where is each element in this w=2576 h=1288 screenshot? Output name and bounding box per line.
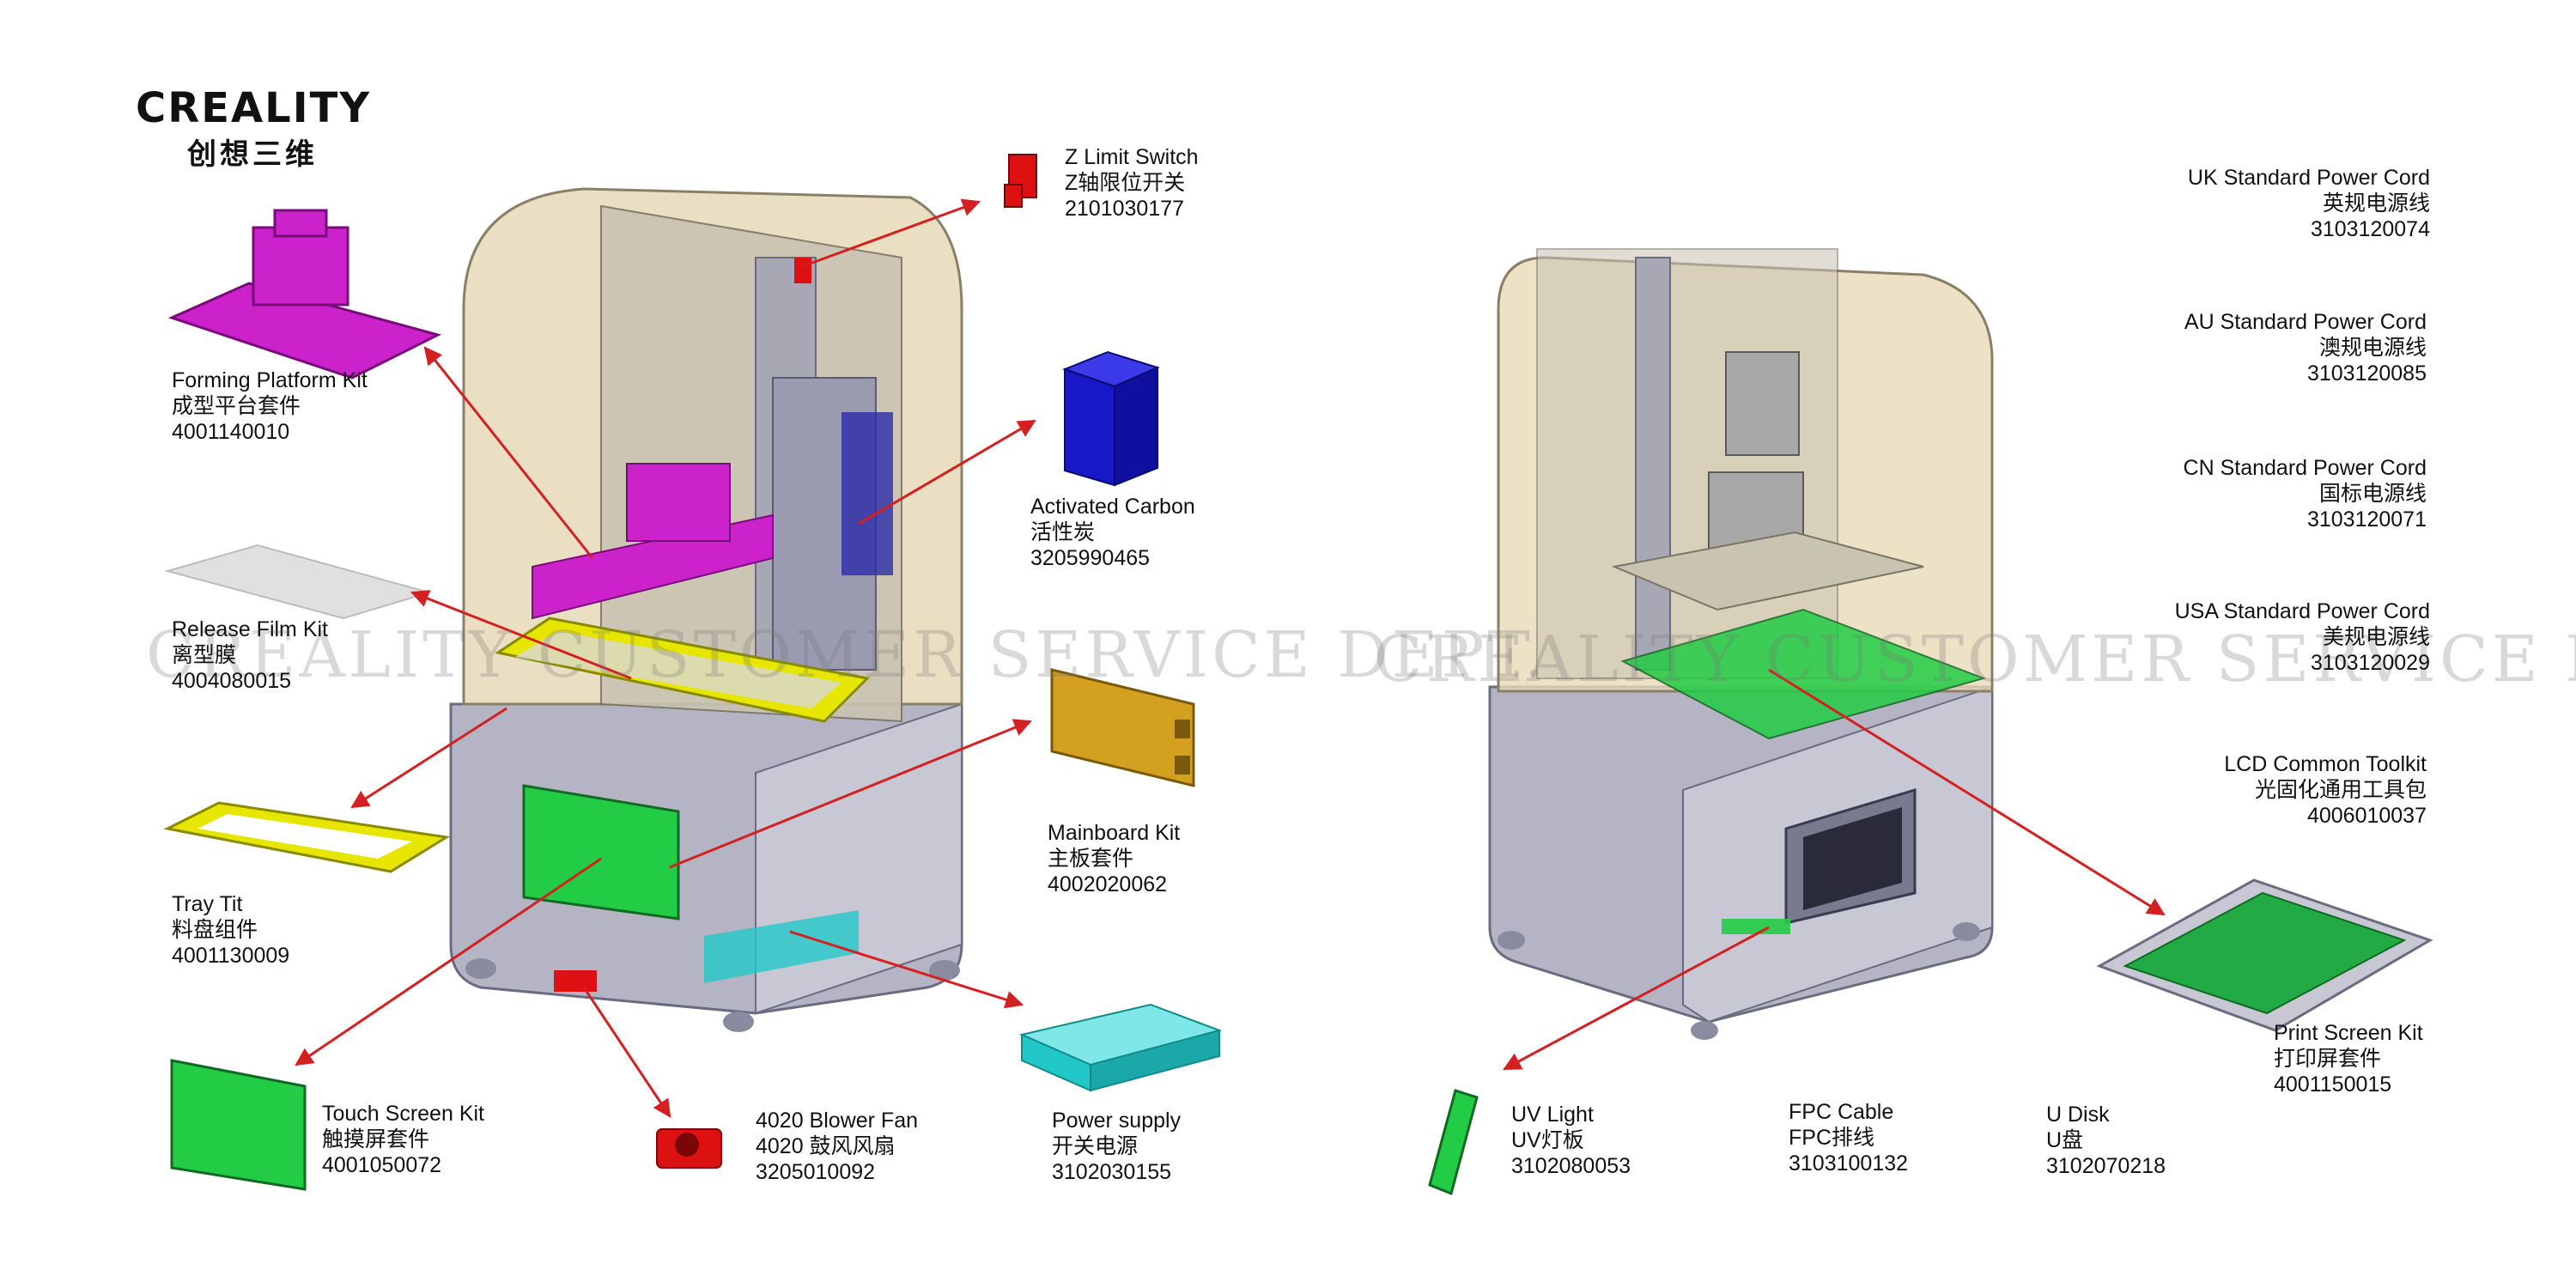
watermark-right: CREALITY CUSTOMER SERVICE DEPT. [1374, 623, 2576, 696]
arrow-mainboard-kit [669, 719, 1032, 869]
leader-arrows [295, 198, 2166, 1118]
power-supply-part [1018, 1003, 1223, 1092]
arrow-uv-light [1503, 926, 1770, 1071]
arrow-print-screen-kit [1768, 668, 2166, 916]
activated-carbon-part [1062, 350, 1160, 487]
watermark-left: CREALITY CUSTOMER SERVICE DEPT. [146, 618, 1548, 692]
blower-fan-part [656, 1128, 722, 1169]
brand-logo: CREALITY [136, 84, 372, 132]
arrow-blower-fan [582, 987, 671, 1118]
arrow-forming-platform-kit [423, 346, 594, 559]
arrow-power-supply [789, 930, 1024, 1009]
arrow-release-film-kit [410, 590, 632, 680]
print-screen-part [2096, 878, 2433, 1032]
arrow-touch-screen-kit [295, 857, 602, 1066]
uv-light-part [1428, 1089, 1479, 1196]
arrow-activated-carbon [858, 419, 1036, 526]
arrow-z-limit-switch [802, 198, 981, 268]
mainboard-part [1050, 668, 1195, 787]
z-limit-switch-part [1004, 154, 1037, 208]
printer-right [1488, 248, 1994, 1040]
release-film-part [164, 544, 433, 620]
forming-platform-kit-part [167, 209, 442, 380]
printer-left [449, 187, 963, 1032]
arrow-tray-tit [350, 707, 507, 809]
brand-logo-cn: 创想三维 [187, 137, 318, 172]
tray-part [163, 801, 451, 873]
touch-screen-part [170, 1059, 307, 1191]
